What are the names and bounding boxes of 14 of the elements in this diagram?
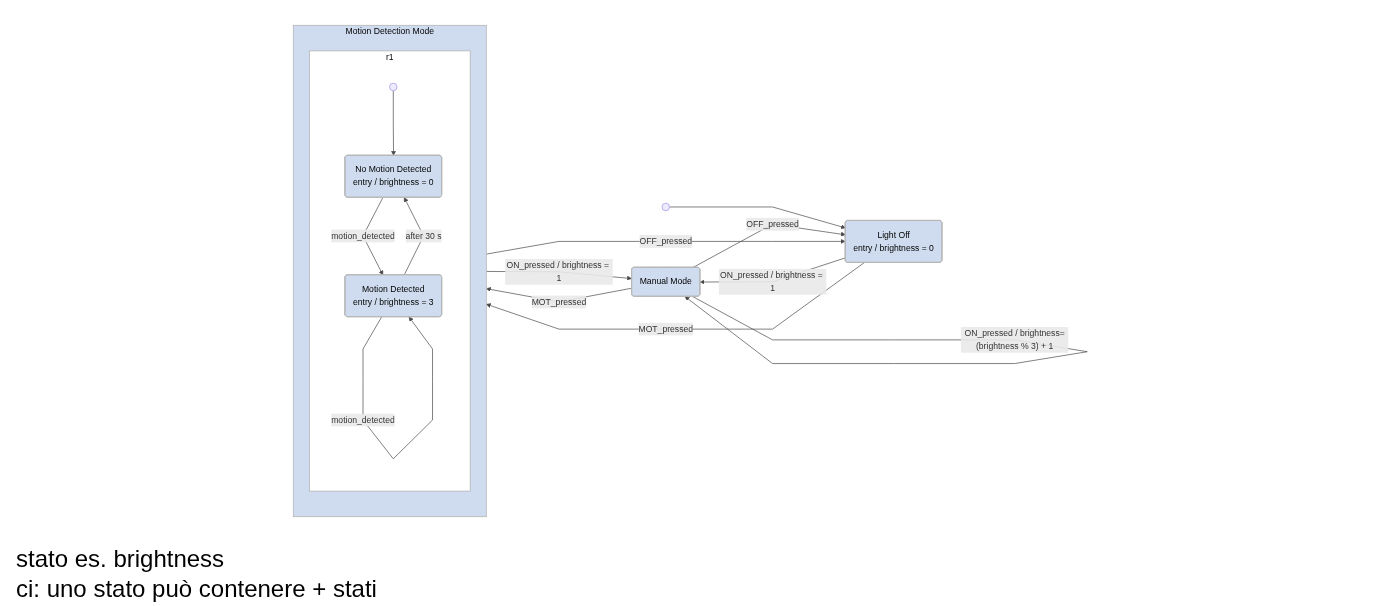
edge-label: MOT_pressed bbox=[531, 297, 586, 307]
edge-label: MOT_pressed bbox=[638, 324, 693, 334]
node-circle bbox=[388, 82, 397, 91]
edge-label: motion_detected bbox=[330, 415, 395, 425]
edge-label: ON_pressed / brightness=(brightness % 3) + 1 bbox=[964, 328, 1065, 351]
note-text: stato es. brightness bbox=[16, 544, 226, 574]
node-circle bbox=[661, 202, 670, 211]
note-text: ci: uno stato può contenere + stati bbox=[16, 574, 378, 604]
edge-label: motion_detected bbox=[330, 231, 395, 241]
edge-label: ON_pressed / brightness = 1 bbox=[506, 260, 609, 283]
edge-label: OFF_pressed bbox=[745, 219, 799, 229]
edge-label: ON_pressed / brightness = 1 bbox=[719, 270, 823, 293]
edge-label: after 30 s bbox=[405, 231, 442, 241]
edge-label: OFF_pressed bbox=[639, 236, 692, 246]
